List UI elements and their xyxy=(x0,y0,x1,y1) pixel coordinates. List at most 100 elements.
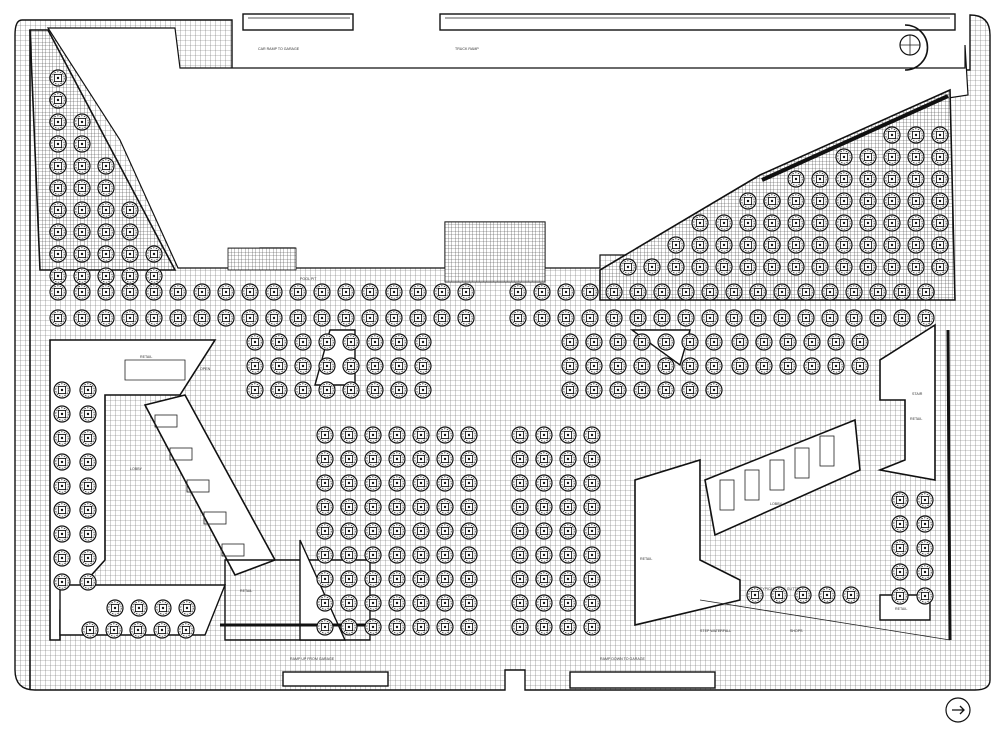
corner-stair xyxy=(899,24,929,71)
tree xyxy=(436,570,454,588)
tree xyxy=(340,498,358,516)
tree xyxy=(49,179,67,197)
tree xyxy=(390,333,408,351)
tree xyxy=(605,283,623,301)
tree xyxy=(246,381,264,399)
tree xyxy=(535,426,553,444)
tree xyxy=(270,357,288,375)
tree xyxy=(773,309,791,327)
tree xyxy=(797,309,815,327)
tree xyxy=(53,549,71,567)
tree xyxy=(533,309,551,327)
tree xyxy=(585,381,603,399)
tree xyxy=(851,357,869,375)
tree xyxy=(178,599,196,617)
tree xyxy=(106,599,124,617)
tree xyxy=(559,522,577,540)
tree xyxy=(583,474,601,492)
tree xyxy=(883,258,901,276)
tree xyxy=(316,570,334,588)
tree xyxy=(97,201,115,219)
tree xyxy=(73,223,91,241)
tree xyxy=(246,333,264,351)
tree xyxy=(409,309,427,327)
tree xyxy=(859,148,877,166)
tree xyxy=(891,539,909,557)
tree xyxy=(511,498,529,516)
tree xyxy=(533,283,551,301)
tree xyxy=(364,618,382,636)
open-label: OPEN xyxy=(200,367,211,371)
tree xyxy=(907,214,925,232)
tree xyxy=(535,546,553,564)
tree xyxy=(97,157,115,175)
ramp-down: RAMP DOWN TO GARAGE xyxy=(569,657,716,689)
tree xyxy=(509,309,527,327)
tree xyxy=(53,405,71,423)
tree xyxy=(859,236,877,254)
tree xyxy=(511,618,529,636)
tree xyxy=(388,570,406,588)
tree xyxy=(364,474,382,492)
tree xyxy=(388,450,406,468)
tree xyxy=(893,309,911,327)
tree xyxy=(794,586,812,604)
tree xyxy=(749,283,767,301)
tree xyxy=(121,309,139,327)
tree xyxy=(79,429,97,447)
tree xyxy=(511,546,529,564)
tree xyxy=(241,283,259,301)
tree xyxy=(366,333,384,351)
tree xyxy=(316,474,334,492)
tree xyxy=(436,498,454,516)
tree xyxy=(217,283,235,301)
tree xyxy=(318,357,336,375)
tree xyxy=(907,148,925,166)
tree xyxy=(561,381,579,399)
tree xyxy=(316,522,334,540)
tree xyxy=(364,450,382,468)
tree xyxy=(388,618,406,636)
tree xyxy=(773,283,791,301)
tree xyxy=(49,283,67,301)
tree xyxy=(787,258,805,276)
tree xyxy=(821,309,839,327)
tree xyxy=(53,453,71,471)
tree xyxy=(559,426,577,444)
tree xyxy=(705,381,723,399)
tree xyxy=(49,245,67,263)
tree xyxy=(79,501,97,519)
tree xyxy=(366,381,384,399)
tree xyxy=(121,283,139,301)
tree xyxy=(79,525,97,543)
tree xyxy=(835,236,853,254)
tree xyxy=(73,113,91,131)
tree xyxy=(907,192,925,210)
tree xyxy=(385,283,403,301)
tree xyxy=(746,586,764,604)
tree xyxy=(53,477,71,495)
tree xyxy=(385,309,403,327)
tree xyxy=(787,236,805,254)
tree xyxy=(390,357,408,375)
tree xyxy=(364,594,382,612)
tree xyxy=(457,309,475,327)
tree xyxy=(145,283,163,301)
tree xyxy=(701,309,719,327)
tree xyxy=(787,170,805,188)
waterfall-label: STEP WATERFALL xyxy=(700,629,731,633)
tree xyxy=(667,258,685,276)
tree xyxy=(859,214,877,232)
tree xyxy=(436,618,454,636)
tree xyxy=(316,594,334,612)
tree xyxy=(557,309,575,327)
tree xyxy=(845,283,863,301)
tree xyxy=(511,570,529,588)
tree xyxy=(53,573,71,591)
tree xyxy=(414,333,432,351)
tree xyxy=(412,546,430,564)
tree xyxy=(583,618,601,636)
retail-label-3: RETAIL xyxy=(640,557,652,561)
truck-ramp: TRUCK RAMP xyxy=(439,13,956,51)
tree xyxy=(677,283,695,301)
